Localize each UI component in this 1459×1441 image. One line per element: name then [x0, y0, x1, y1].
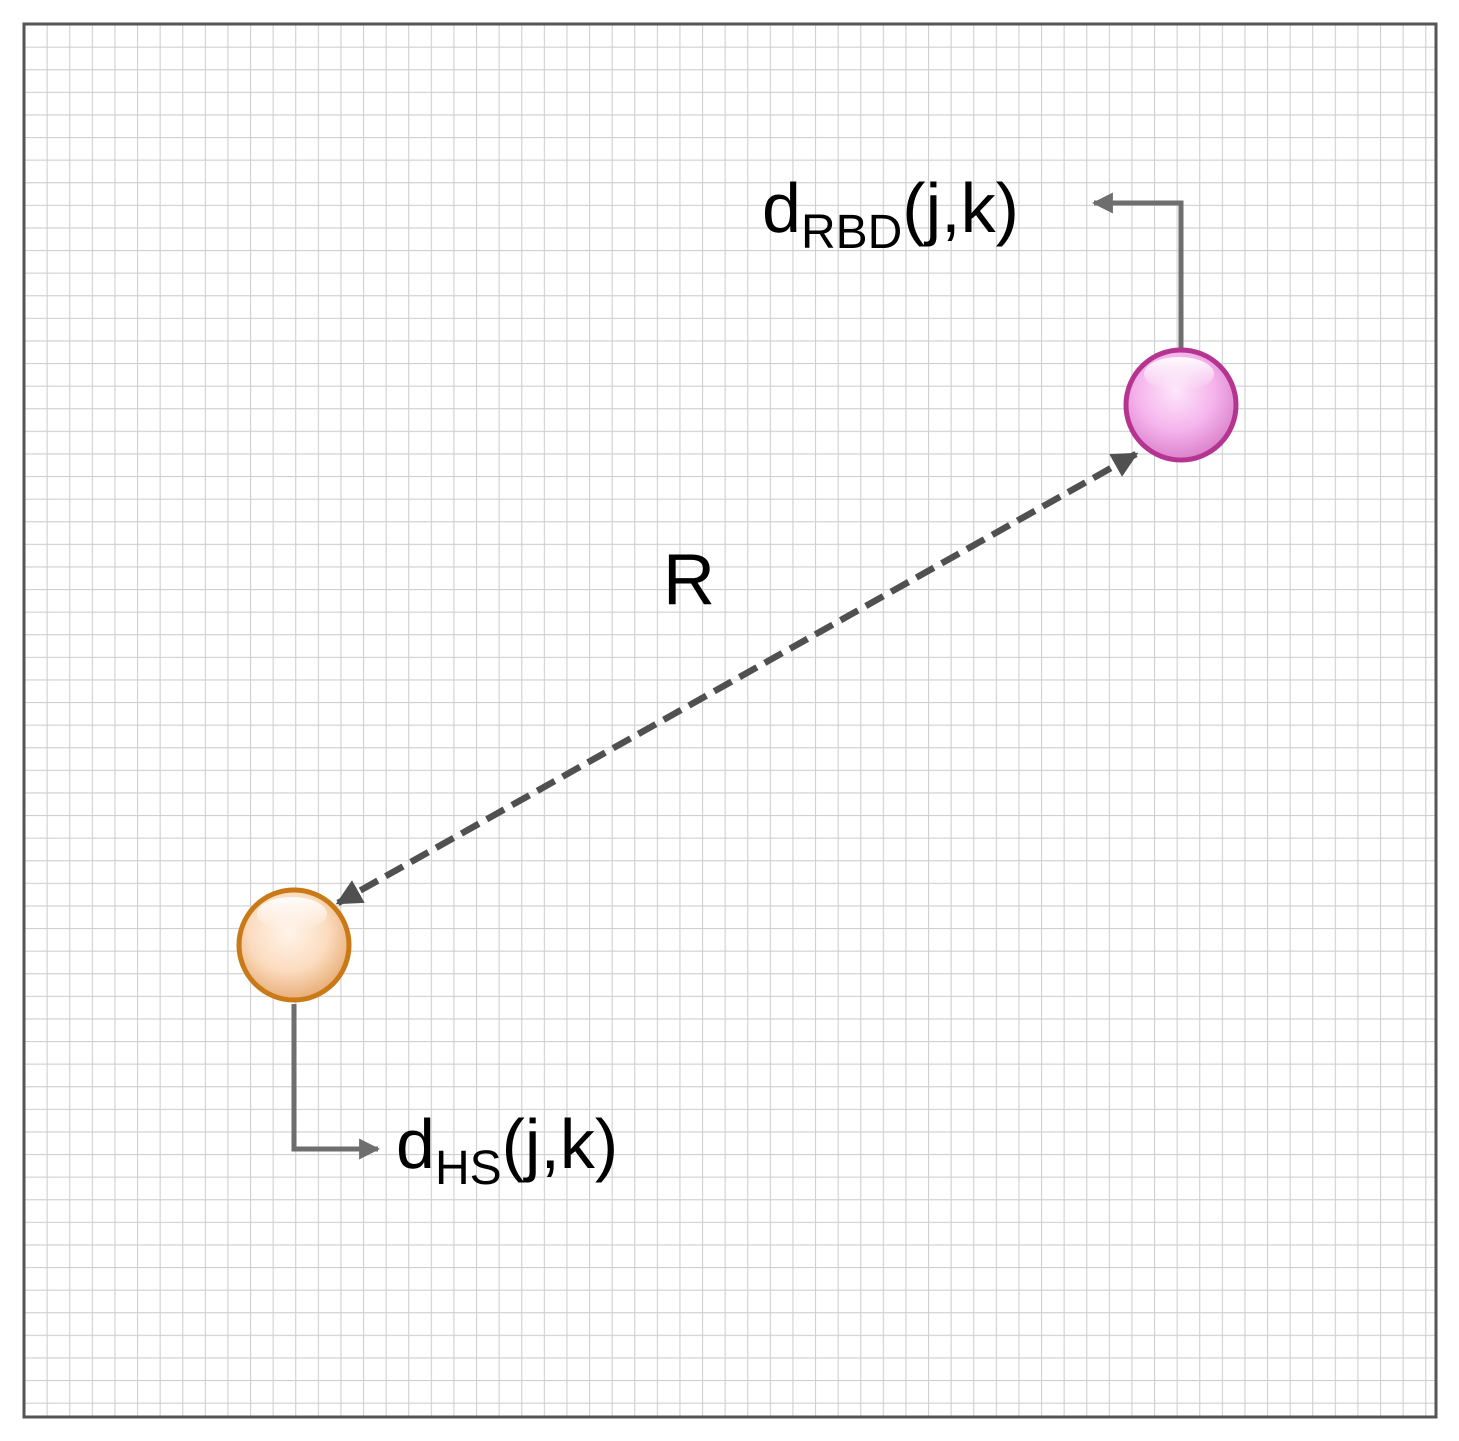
rbd-displacement-label: dRBD(j,k) [762, 169, 1019, 259]
grid-pattern [24, 24, 1436, 1417]
hs-label-subscript: HS [435, 1142, 502, 1195]
rbd-label-args: (j,k) [902, 169, 1019, 247]
hs-label-args: (j,k) [502, 1105, 619, 1183]
rbd-label-subscript: RBD [801, 206, 902, 259]
orange-sphere-icon [236, 887, 352, 1003]
distance-r-arrow [335, 451, 1139, 906]
diagram-frame [22, 22, 1438, 1419]
hs-displacement-arrow [291, 1004, 381, 1160]
rbd-displacement-arrow [1091, 192, 1184, 350]
distance-label: R [663, 540, 715, 620]
hs-label-main: d [396, 1105, 435, 1183]
rbd-label-main: d [762, 169, 801, 247]
hs-displacement-label: dHS(j,k) [396, 1105, 618, 1195]
pink-sphere-icon [1123, 347, 1239, 463]
